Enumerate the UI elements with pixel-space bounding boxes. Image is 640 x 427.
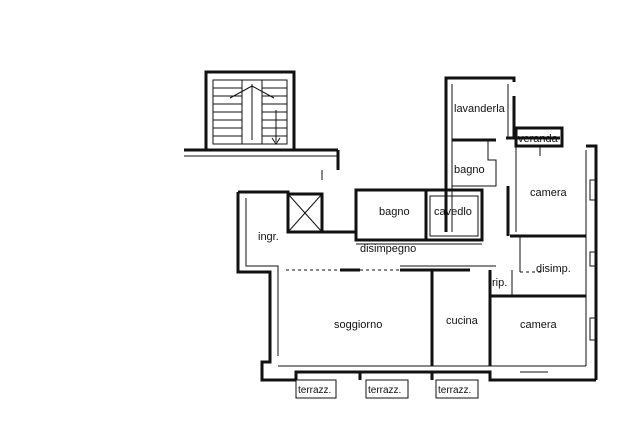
label-terrazzo-2: terrazz. <box>368 385 401 396</box>
label-camera-top: camera <box>530 187 568 199</box>
label-veranda: veranda <box>518 133 559 145</box>
label-bagno-top: bagno <box>454 164 485 176</box>
label-cucina: cucina <box>446 315 479 327</box>
label-cavedio: cavedlo <box>434 206 472 218</box>
elevator-shaft <box>286 192 324 234</box>
label-disimp: disimp. <box>536 263 571 275</box>
bagno-cavedio-walls <box>354 188 484 245</box>
label-ingresso: ingr. <box>258 231 279 243</box>
camera-top-walls <box>510 146 586 238</box>
label-soggiorno: soggiorno <box>334 319 382 331</box>
label-terrazzo-1: terrazz. <box>298 385 331 396</box>
interior-walls <box>286 236 586 366</box>
stairwell <box>204 70 296 152</box>
terraces <box>295 371 548 399</box>
label-lavanderia: lavanderla <box>454 103 506 115</box>
corridor-walls <box>184 148 340 180</box>
label-ripostiglio: rip. <box>492 277 507 289</box>
label-camera-bottom: camera <box>520 319 558 331</box>
lavanderia-tower <box>444 76 560 236</box>
label-bagno-mid: bagno <box>379 206 410 218</box>
label-disimpegno: disimpegno <box>360 243 416 255</box>
label-terrazzo-3: terrazz. <box>438 385 471 396</box>
veranda-box <box>514 126 564 148</box>
